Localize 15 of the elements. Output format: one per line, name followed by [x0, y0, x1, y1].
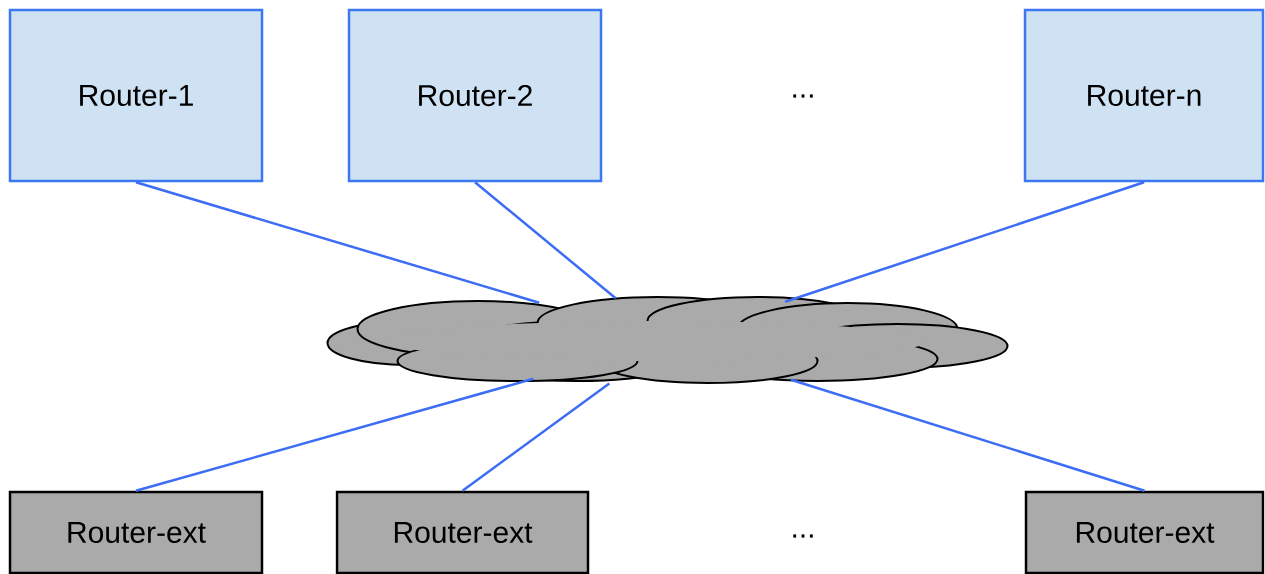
connector-line	[135, 181, 540, 304]
connector-line	[790, 378, 1145, 492]
connector-line	[135, 377, 534, 492]
ellipsis-label: ...	[793, 94, 813, 98]
router-box: Router-2	[347, 8, 603, 183]
router-box: Router-n	[1023, 8, 1265, 183]
network-cloud	[326, 296, 1009, 384]
ellipsis-label: ...	[793, 534, 813, 538]
router-box: Router-ext	[8, 490, 264, 574]
connector-line	[474, 181, 617, 300]
router-box: Router-1	[8, 8, 264, 183]
router-box: Router-ext	[335, 490, 590, 574]
connector-line	[461, 382, 611, 492]
connector-line	[784, 181, 1145, 303]
router-box: Router-ext	[1024, 490, 1265, 574]
